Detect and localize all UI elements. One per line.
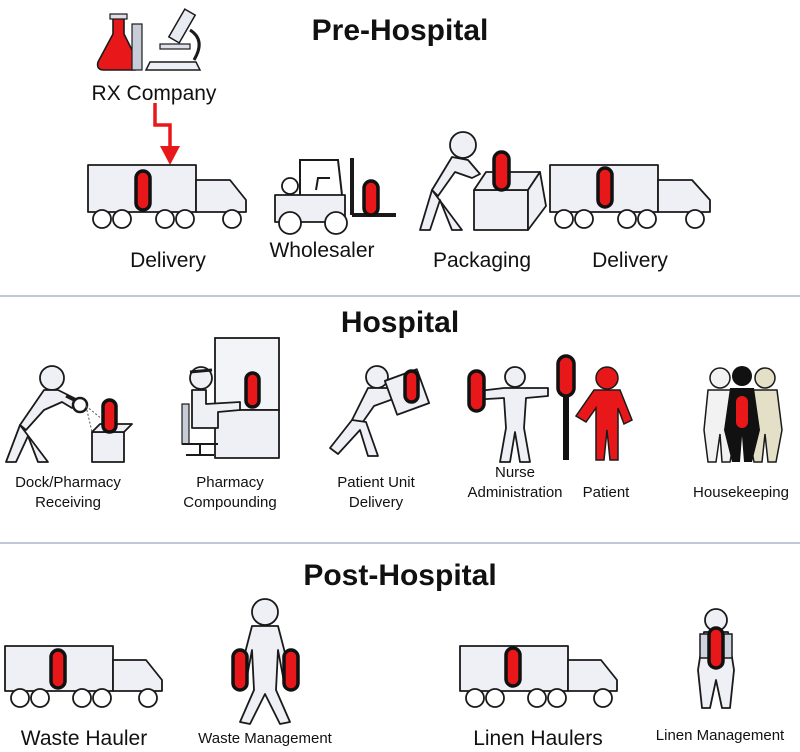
flow-arrow <box>153 103 180 165</box>
packaging-worker-icon <box>419 131 547 231</box>
drug-capsule-icon <box>596 166 614 209</box>
label-delivery-2: Delivery <box>592 249 668 272</box>
delivery-truck-icon-1 <box>87 164 247 229</box>
label-linen-management: Linen Management <box>656 727 785 744</box>
drug-capsule-icon <box>244 371 261 409</box>
label-receiving: Receiving <box>35 494 101 511</box>
drug-capsule-icon <box>101 398 118 434</box>
drug-capsule-icon <box>403 369 420 404</box>
label-delivery-hospital: Delivery <box>349 494 404 511</box>
label-patient: Patient <box>583 484 631 501</box>
carrying-worker-icon <box>329 365 431 457</box>
label-patient-unit: Patient Unit <box>337 474 415 491</box>
label-packaging: Packaging <box>433 249 531 272</box>
label-nurse: Nurse <box>495 464 535 481</box>
delivery-truck-icon-2 <box>549 164 711 229</box>
label-wholesaler: Wholesaler <box>269 239 374 262</box>
label-linen-haulers: Linen Haulers <box>473 727 603 750</box>
drug-capsule-icon <box>707 626 725 670</box>
flask-icon <box>96 13 143 71</box>
drug-capsule-icon <box>504 646 522 688</box>
waste-worker-icon <box>231 598 300 725</box>
patient-icon <box>556 354 633 461</box>
label-housekeeping: Housekeeping <box>693 484 789 501</box>
waste-hauler-truck-icon <box>4 645 163 708</box>
drug-capsule-icon <box>362 179 380 217</box>
label-waste-hauler: Waste Hauler <box>21 727 147 750</box>
section-title-hospital: Hospital <box>341 306 459 339</box>
label-administration: Administration <box>467 484 562 501</box>
linen-worker-icon <box>697 608 735 709</box>
nurse-icon <box>467 366 549 463</box>
linen-hauler-truck-icon <box>459 645 618 708</box>
drug-capsule-icon <box>736 396 748 428</box>
label-dock-pharmacy: Dock/Pharmacy <box>15 474 121 491</box>
label-pharmacy: Pharmacy <box>196 474 264 491</box>
microscope-icon <box>144 8 202 71</box>
iv-bag-capsule-icon <box>556 354 576 398</box>
waste-bag-capsule-icon <box>231 648 249 692</box>
drug-capsule-icon <box>49 648 67 690</box>
drug-capsule-icon <box>467 369 486 413</box>
waste-bag-capsule-icon <box>282 648 300 692</box>
section-title-post-hospital: Post-Hospital <box>303 559 496 592</box>
label-waste-management: Waste Management <box>198 730 333 747</box>
housekeeping-staff-icon <box>703 366 783 463</box>
forklift-icon <box>274 158 396 235</box>
label-delivery-1: Delivery <box>130 249 206 272</box>
drug-capsule-icon <box>134 169 152 212</box>
drug-capsule-icon <box>492 150 511 192</box>
receiving-inspector-icon <box>5 365 133 463</box>
rx-company-label: RX Company <box>92 82 217 105</box>
label-compounding: Compounding <box>183 494 276 511</box>
pharmacy-hood-icon <box>181 337 280 459</box>
section-title-pre-hospital: Pre-Hospital <box>312 14 489 47</box>
